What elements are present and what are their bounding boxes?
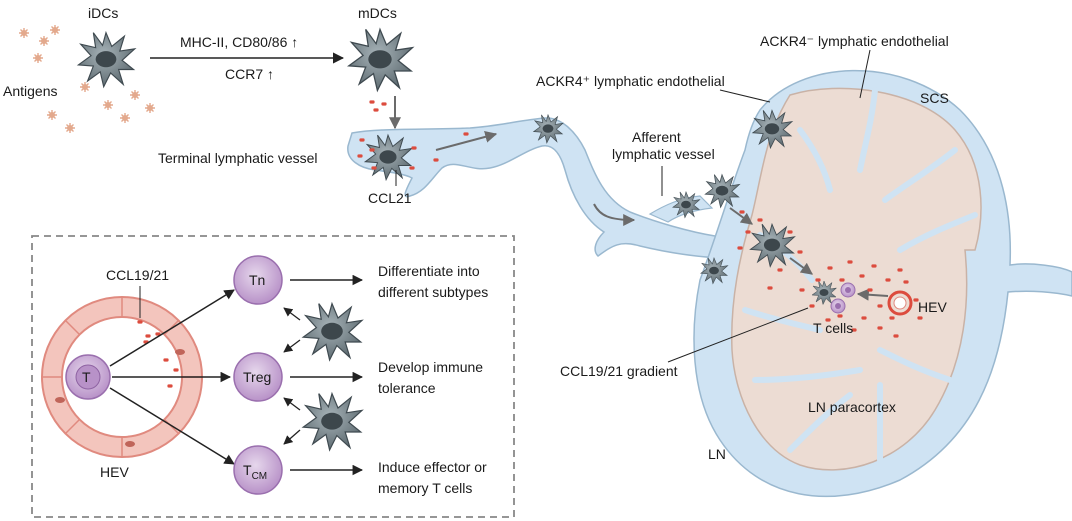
- tn-cell-icon: [233, 255, 283, 305]
- maturation-markers-label: MHC-II, CD80/86 ↑: [180, 34, 298, 50]
- inset-hev-label: HEV: [100, 464, 129, 480]
- gradient-pointer: [667, 307, 809, 363]
- lymph-node-contents: SCS HEV T: [560, 90, 949, 462]
- inset-border: [31, 235, 515, 518]
- idcs-label: iDCs: [88, 5, 118, 21]
- tcm-label: TCM: [243, 462, 267, 482]
- t-cells-node: [830, 282, 856, 314]
- dc-signal-arrow-4: [283, 429, 301, 445]
- ackr4-minus-label: ACKR4⁻ lymphatic endothelial: [760, 33, 949, 49]
- hev-node-label: HEV: [918, 299, 947, 315]
- arrow-to-tcm: [109, 387, 235, 465]
- outcome-2-line-2: tolerance: [378, 380, 436, 396]
- t-cells-label: T cells: [813, 320, 853, 336]
- treg-cell-icon: [233, 352, 283, 402]
- tcm-cell-icon: [233, 445, 283, 495]
- outcome-1-line-2: different subtypes: [378, 284, 488, 300]
- ccl21-label: CCL21: [368, 190, 412, 206]
- gradient-label: CCL19/21 gradient: [560, 363, 678, 379]
- tn-label: Tn: [249, 272, 265, 288]
- inset-dc-bottom-icon: [302, 393, 363, 451]
- mdcs-label: mDCs: [358, 5, 397, 21]
- tcell-arrow: [856, 288, 889, 301]
- immature-dc-icon: [77, 32, 136, 88]
- antigens-cluster: [18, 24, 156, 134]
- lymphatic-system: [347, 69, 1072, 498]
- migration-arrow-2: [789, 257, 813, 275]
- ln-paracortex-label: LN paracortex: [808, 399, 896, 415]
- ackr4-plus-label: ACKR4⁺ lymphatic endothelial: [536, 73, 725, 89]
- migration-arrow-1: [729, 207, 753, 225]
- flow-arrow-1: [435, 130, 498, 151]
- scs-label: SCS: [920, 90, 949, 106]
- afferent-label-1: Afferent: [632, 129, 681, 145]
- terminal-vessel-label: Terminal lymphatic vessel: [158, 150, 318, 166]
- vessel-labels: Terminal lymphatic vessel CCL21 Afferent…: [158, 33, 949, 226]
- lymph-node-cortex: [730, 87, 982, 471]
- dc-maturation-section: iDCs mDCs MHC-II, CD80/86 ↑ CCR7 ↑ Antig…: [3, 5, 414, 134]
- outcome-3-line-1: Induce effector or: [378, 459, 487, 475]
- outcome-1-line-1: Differentiate into: [378, 263, 480, 279]
- naive-t-cell-icon: [65, 354, 111, 400]
- t-cell-differentiation-inset: CCL19/21 T HEV Tn Treg TCM: [31, 235, 515, 518]
- ccr7-label-text: CCR7 ↑: [225, 66, 274, 82]
- dc-signal-arrow-2: [283, 339, 301, 353]
- outcome-3-line-2: memory T cells: [378, 480, 472, 496]
- afferent-label-2: lymphatic vessel: [612, 146, 715, 162]
- arrow-to-tn: [109, 289, 235, 367]
- ackr4-minus-pointer: [859, 49, 871, 99]
- outcome-2-line-1: Develop immune: [378, 359, 483, 375]
- flow-arrow-2: [593, 203, 636, 226]
- antigens-label: Antigens: [3, 83, 57, 99]
- ackr4-plus-pointer: [719, 89, 771, 103]
- dc-signal-arrow-1: [283, 307, 301, 321]
- inset-t-label: T: [82, 369, 91, 385]
- treg-label: Treg: [243, 369, 271, 385]
- ln-label: LN: [708, 446, 726, 462]
- hev-node-icon: [887, 290, 913, 316]
- mature-dc-icon: [348, 28, 414, 92]
- inset-ccl1921-label: CCL19/21: [106, 267, 169, 283]
- inset-dc-top-icon: [302, 303, 363, 361]
- dc-signal-arrow-3: [283, 397, 301, 411]
